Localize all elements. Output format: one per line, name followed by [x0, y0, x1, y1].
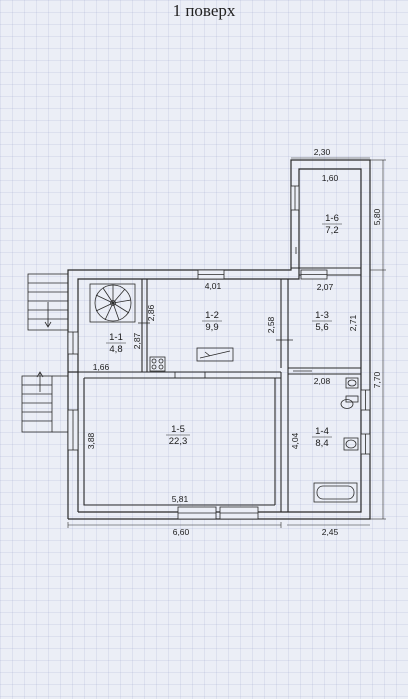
room-1-1-id: 1-1 [109, 332, 123, 343]
dim-top-annex-inner: 1,60 [322, 173, 339, 183]
bathroom-fixtures [313, 377, 359, 503]
dim-room15-height: 3,88 [86, 432, 96, 449]
dim-top-annex-outer: 2,30 [314, 147, 331, 157]
room-labels: 1-1 4,8 1-2 9,9 1-3 5,6 1-4 8,4 1-5 22,3… [106, 213, 342, 449]
room-1-2-area: 9,9 [205, 322, 218, 333]
dim-annex-height: 5,80 [372, 208, 382, 225]
interior-walls [78, 267, 361, 512]
entrance-stairs [21, 273, 69, 433]
room-1-2-id: 1-2 [205, 310, 219, 321]
windows [67, 185, 371, 520]
room-1-3-area: 5,6 [315, 322, 328, 333]
room-1-3-id: 1-3 [315, 310, 329, 321]
dim-bottom-total: 6,60 [173, 527, 190, 537]
dim-room14-width: 2,08 [314, 376, 331, 386]
dim-bottom-right: 2,45 [322, 527, 339, 537]
room-1-6-id: 1-6 [325, 213, 339, 224]
bathtub-icon [313, 482, 358, 503]
dim-room12-height: 2,58 [266, 316, 276, 333]
room-1-5-id: 1-5 [171, 424, 185, 435]
doors [138, 247, 312, 372]
room-1-4-area: 8,4 [315, 438, 328, 449]
dim-right-total: 7,70 [372, 371, 382, 388]
room-1-4-id: 1-4 [315, 426, 329, 437]
spiral-stair-icon [89, 283, 136, 323]
basin-icon [343, 437, 359, 451]
floor-title: 1 поверх [172, 1, 236, 20]
dim-room11-h1: 2,86 [146, 304, 156, 321]
dimension-lines [67, 157, 386, 528]
room-1-1-area: 4,8 [109, 344, 122, 355]
dim-corridor: 1,66 [93, 362, 110, 372]
heater-icon [174, 347, 234, 379]
stove-icon [149, 356, 166, 372]
room-1-5-area: 22,3 [169, 436, 188, 447]
dim-room12-width: 4,01 [205, 281, 222, 291]
sink-icon [345, 377, 359, 389]
dim-room14-height: 4,04 [290, 432, 300, 449]
dim-room13-height: 2,71 [348, 314, 358, 331]
room-1-6-area: 7,2 [325, 225, 338, 236]
dim-room15-width: 5,81 [172, 494, 189, 504]
dim-room13-width: 2,07 [317, 282, 334, 292]
dimension-labels: 2,30 1,60 5,80 4,01 2,07 2,86 2,87 2,58 … [86, 147, 382, 537]
dim-room11-h2: 2,87 [132, 332, 142, 349]
